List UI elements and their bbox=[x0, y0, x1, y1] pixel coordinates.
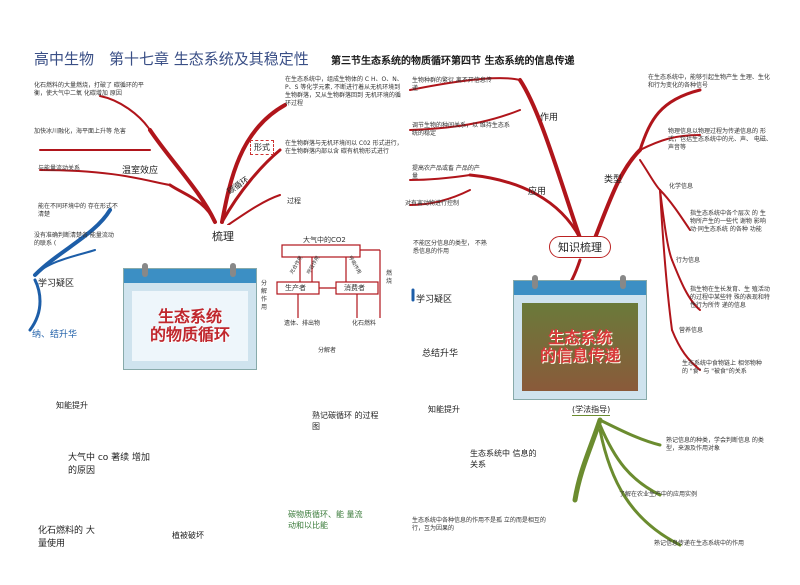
note-ice: 加快冰川融化，海平面上升等 危害 bbox=[34, 128, 126, 135]
calendar-material-cycle: 生态系统 的物质循环 bbox=[123, 263, 257, 370]
note-behavior: 指生物在生长发育、生 殖活动的过程中某些特 殊的表现和特性行为所传 递的信息 bbox=[690, 286, 770, 310]
right-root-node: 知识梳理 bbox=[549, 236, 611, 258]
cycle-caption: 熟记碳循环 的过程图 bbox=[312, 411, 379, 431]
left-summary-label: 纳、结升华 bbox=[32, 330, 78, 340]
cycle-bottom-left: 遗体、排出物 bbox=[284, 320, 321, 327]
note-control: 对有害动物进行控制 bbox=[405, 200, 460, 207]
note-agri: 了解在农业生产中的应用实例 bbox=[619, 491, 698, 498]
note-info-relation: 生态系统中 信息的关系 bbox=[470, 449, 537, 469]
note-def: 在生态系统中，能够引起生物产生 生理、生化和行为变化的各种信号 bbox=[648, 74, 770, 90]
note-bottom: 生态系统中各种信息的作用不是孤 立的而是相互的行，互为因果的 bbox=[412, 517, 546, 533]
label-nutrition: 营养信息 bbox=[679, 327, 704, 334]
left-root-node: 梳理 bbox=[203, 225, 243, 247]
calendar-info-transfer: 生态系统 的信息传递 bbox=[513, 275, 647, 400]
cycle-side-decomp: 分解作用 bbox=[261, 280, 268, 312]
label-chem: 化学信息 bbox=[669, 183, 694, 190]
left-knowledge-label: 知能提升 bbox=[56, 401, 88, 410]
note-relation: 与能量流动关系 bbox=[38, 165, 81, 172]
right-summary-label: 总结升华 bbox=[422, 349, 459, 359]
note-confuse: 不能区分信息的类型， 不熟悉信息的作用 bbox=[413, 240, 487, 256]
label-behavior: 行为信息 bbox=[676, 257, 701, 264]
left-study-label: 学习疑区 bbox=[38, 279, 75, 289]
right-knowledge-label: 知能提升 bbox=[428, 405, 460, 414]
note-prod: 提高农产品或畜 产品的产量 bbox=[412, 165, 480, 181]
calendar-material-text: 生态系统 的物质循环 bbox=[149, 306, 230, 344]
note-remember: 熟记信息的种类，学会判断信息 的类型，来源及作用对象 bbox=[666, 437, 764, 453]
note-chem: 指生态系统中各个层次 的 生物所产生的一些代 谢物 影响动·同生态系统 的各种 … bbox=[690, 210, 766, 234]
calendar-info-text: 生态系统 的信息传递 bbox=[539, 327, 620, 365]
greenhouse-label: 温室效应 bbox=[122, 166, 159, 176]
cycle-bottom-right: 化石燃料 bbox=[352, 320, 377, 327]
note-cycle: 在生态系统中，组成生物体的 C H、O、N、P、S 等化学元素, 不断进行着从无… bbox=[285, 76, 403, 108]
cycle-bottom-label: 分解者 bbox=[318, 347, 337, 354]
cycle-producer: 生产者 bbox=[285, 284, 306, 292]
note-forest: 植被破坏 bbox=[172, 531, 204, 540]
cycle-top: 大气中的CO2 bbox=[303, 236, 346, 244]
branch-form-label: 形式 bbox=[250, 140, 274, 155]
method-label: (学法指导) bbox=[572, 405, 611, 416]
note-fossil: 化石燃料的大量燃烧，打破了 碳循环的平衡，使大气中二氧 化碳增加 原因 bbox=[34, 82, 144, 98]
note-nutrition: 生态系统中食物链上 相邻物种的 "食" 与 "被食"的关系 bbox=[682, 360, 762, 376]
cycle-consumer: 消费者 bbox=[344, 284, 365, 292]
note-co2: 大气中 co 著续 增加的原因 bbox=[68, 453, 151, 476]
cycle-side-burn: 燃烧 bbox=[386, 270, 393, 286]
page-title: 高中生物 第十七章 生态系统及其稳定性 bbox=[34, 50, 309, 68]
note-fuel: 化石燃料的 大量使用 bbox=[38, 526, 95, 549]
note-energy2: 没有准确判断清楚各 能量流动的联系 ( bbox=[34, 232, 114, 248]
branch-app-label: 应用 bbox=[528, 187, 547, 197]
right-study-label: 学习疑区 bbox=[416, 295, 453, 305]
note-cycle-energy: 碳物质循环、能 量流动和以比能 bbox=[288, 510, 363, 530]
note-c-form: 在生物群落与无机环境间以 C02 形式进行，在生物群落内部以含 碳有机物形式进行 bbox=[285, 140, 403, 156]
note-energy1: 能在不同环境中的 存在形式不清楚 bbox=[38, 203, 118, 219]
process-label: 过程 bbox=[287, 197, 301, 205]
note-transfer: 熟记信息传递在生态系统中的作用 bbox=[654, 540, 745, 547]
note-reg: 调节生物的种间关系，以 维持生态系统的稳定 bbox=[412, 122, 510, 138]
page-subtitle: 第三节生态系统的物质循环第四节 生态系统的信息传递 bbox=[331, 56, 575, 67]
note-physical: 物理信息以物理过程为传递信息的 形式，包括生态系统中的光、声、 电磁、声音等 bbox=[668, 128, 772, 152]
note-life: 生物种群的繁衍 离不开信息传递 bbox=[412, 77, 492, 93]
branch-type-label: 类型 bbox=[604, 175, 623, 185]
branch-use-label: 作用 bbox=[540, 113, 559, 123]
